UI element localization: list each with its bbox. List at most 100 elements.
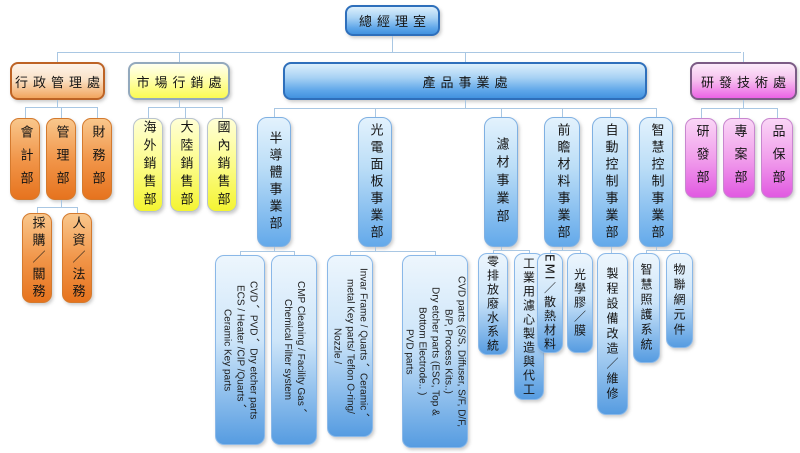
connector-line [375, 247, 376, 251]
product-office-label: 產品事業處 [422, 75, 513, 91]
connector-line [656, 247, 657, 250]
zero-discharge-wastewater-label: 零排放廢水系統 [485, 255, 500, 353]
connector-line [610, 108, 611, 117]
filter-material-bu-label: 濾材事業部 [493, 137, 509, 227]
automation-control-bu-box: 自動控制事業部 [592, 117, 628, 247]
connector-line [57, 100, 58, 108]
procurement-customs-label: 採購／關務 [29, 215, 45, 301]
china-sales-dept-label: 大陸銷售部 [177, 120, 193, 210]
connector-line [493, 250, 494, 253]
connector-line [550, 250, 581, 251]
automation-control-bu-label: 自動控制事業部 [602, 122, 618, 242]
panel-products-text-2: CVD parts (S/S, Diffuser, S/F, D/F, B/P,… [403, 276, 467, 427]
connector-line [743, 100, 744, 108]
connector-line [37, 207, 38, 213]
connector-line [392, 36, 393, 52]
connector-line [179, 100, 180, 107]
equipment-retrofit-maintenance-box: 製程設備改造／維修 [597, 253, 628, 415]
connector-line [179, 52, 180, 62]
connector-line [77, 207, 78, 213]
connector-line [240, 251, 241, 255]
overseas-sales-dept-label: 海外銷售部 [140, 120, 156, 210]
semiconductor-products-text-2: CMP Cleaning / Facility Gas 、 Chemical F… [282, 281, 306, 419]
smart-care-system-box: 智慧照護系統 [633, 253, 660, 363]
connector-line [743, 52, 744, 62]
optical-adhesive-film-label: 光學膠／膜 [572, 268, 587, 338]
connector-line [185, 107, 186, 118]
connector-line [679, 250, 680, 253]
connector-line [465, 52, 466, 62]
connector-line [294, 251, 295, 255]
connector-line [61, 107, 62, 118]
overseas-sales-dept-box: 海外銷售部 [133, 118, 163, 212]
connector-line [97, 107, 98, 118]
marketing-office-label: 市場行銷處 [136, 75, 227, 91]
accounting-dept-label: 會計部 [17, 124, 33, 194]
panel-products-box-1: Invar Frame / Quarts 、Ceramic 、 metal Ke… [327, 255, 373, 437]
hr-legal-label: 人資／法務 [69, 215, 85, 301]
marketing-office-box: 市場行銷處 [128, 62, 230, 100]
connector-line [37, 207, 78, 208]
smart-care-system-label: 智慧照護系統 [639, 263, 653, 353]
connector-line [57, 52, 58, 62]
admin-office-box: 行政管理處 [10, 62, 105, 100]
connector-line [501, 108, 502, 117]
connector-line [562, 247, 563, 250]
connector-line [646, 250, 647, 253]
connector-line [465, 100, 466, 108]
connector-line [435, 251, 436, 255]
connector-line [61, 200, 62, 207]
optical-adhesive-film-box: 光學膠／膜 [567, 253, 593, 353]
management-dept-label: 管理部 [53, 124, 69, 194]
connector-line [529, 250, 530, 253]
zero-discharge-wastewater-box: 零排放廢水系統 [478, 253, 508, 355]
qa-dept-box: 品保部 [761, 118, 793, 198]
equipment-retrofit-maintenance-label: 製程設備改造／維修 [605, 266, 619, 402]
connector-line [611, 247, 612, 253]
semiconductor-products-box-1: CVD 、PVD 、Dry etcher parts ECS / Heater … [215, 255, 265, 445]
advanced-materials-bu-box: 前瞻材料事業部 [544, 117, 580, 247]
semiconductor-bu-label: 半導體事業部 [266, 131, 282, 233]
semiconductor-products-text-1: CVD 、PVD 、Dry etcher parts ECS / Heater … [221, 280, 259, 420]
connector-line [646, 250, 680, 251]
project-dept-label: 專案部 [731, 123, 747, 193]
advanced-materials-bu-label: 前瞻材料事業部 [554, 122, 570, 242]
emi-thermal-material-label: EMI／散熱材料 [542, 254, 557, 352]
iot-components-box: 物聯網元件 [666, 253, 693, 348]
smart-control-bu-box: 智慧控制事業部 [639, 117, 673, 247]
qa-dept-label: 品保部 [769, 123, 785, 193]
domestic-sales-dept-box: 國內銷售部 [207, 118, 237, 212]
optoelectronic-panel-bu-box: 光電面板事業部 [358, 117, 392, 247]
product-office-box: 產品事業處 [283, 62, 647, 100]
connector-line [350, 251, 436, 252]
connector-line [501, 247, 502, 250]
connector-line [777, 108, 778, 118]
management-dept-box: 管理部 [46, 118, 76, 200]
semiconductor-products-box-2: CMP Cleaning / Facility Gas 、 Chemical F… [271, 255, 317, 445]
semiconductor-bu-box: 半導體事業部 [257, 117, 291, 247]
connector-line [562, 108, 563, 117]
finance-dept-label: 財務部 [89, 124, 105, 194]
connector-line [25, 107, 26, 118]
rnd-office-box: 研發技術處 [690, 62, 797, 100]
connector-line [580, 250, 581, 253]
connector-line [375, 108, 376, 117]
connector-line [656, 108, 657, 117]
hr-legal-box: 人資／法務 [62, 213, 92, 303]
emi-thermal-material-box: EMI／散熱材料 [537, 253, 563, 353]
connector-line [222, 107, 223, 118]
connector-line [701, 108, 702, 118]
smart-control-bu-label: 智慧控制事業部 [648, 122, 664, 242]
connector-line [739, 108, 740, 118]
panel-products-text-1: Invar Frame / Quarts 、Ceramic 、 metal Ke… [331, 268, 369, 424]
accounting-dept-box: 會計部 [10, 118, 40, 200]
filter-material-bu-box: 濾材事業部 [484, 117, 518, 247]
connector-line [274, 108, 657, 109]
optoelectronic-panel-bu-label: 光電面板事業部 [367, 122, 383, 242]
connector-line [57, 52, 741, 53]
admin-office-label: 行政管理處 [15, 75, 106, 91]
connector-line [148, 107, 149, 118]
rd-dept-box: 研發部 [685, 118, 717, 198]
connector-line [274, 247, 275, 251]
